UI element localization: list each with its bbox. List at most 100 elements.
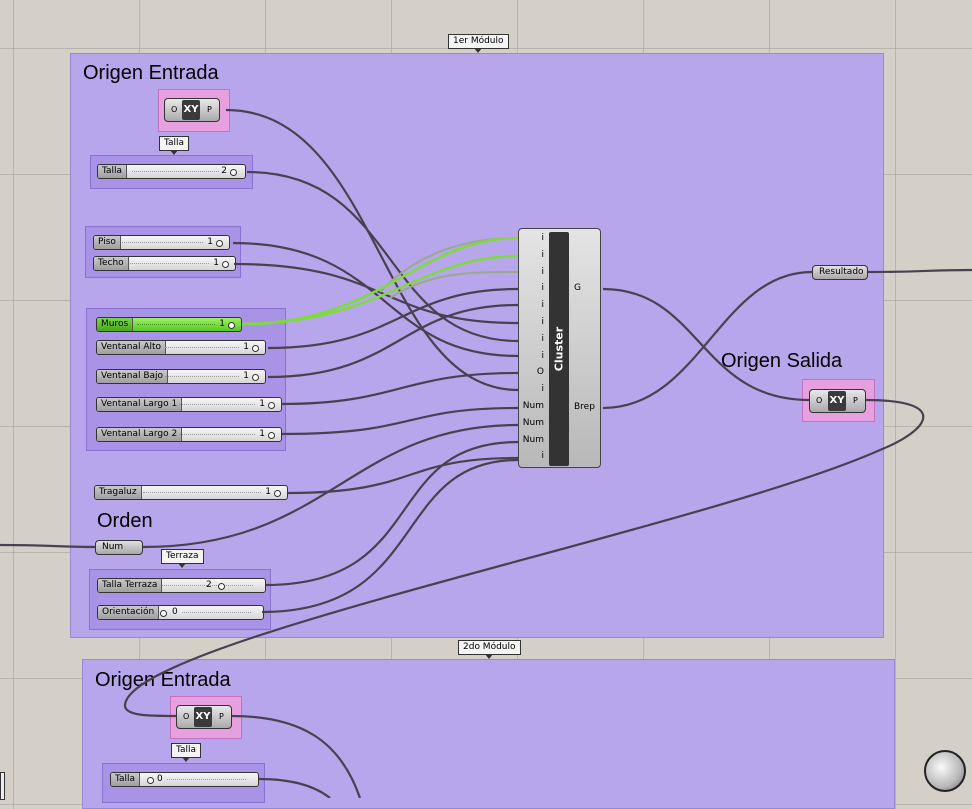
cluster-output-g[interactable]: G	[574, 283, 581, 293]
wire-techo-to-cluster	[233, 262, 519, 325]
slider-ventanal-bajo[interactable]: Ventanal Bajo 1	[96, 369, 266, 384]
slider-label: Orientación	[98, 606, 160, 619]
wire-g-to-origen-salida	[602, 287, 810, 402]
cluster-input-port[interactable]: Num	[522, 401, 544, 411]
slider-piso[interactable]: Piso 1	[93, 235, 230, 250]
slider-talla-terraza[interactable]: Talla Terraza 2	[97, 578, 266, 593]
wire-vl1-to-cluster	[280, 371, 519, 406]
wire-talla2-down	[258, 777, 331, 798]
slider-label: Talla	[111, 773, 141, 786]
xy-input-o[interactable]: O	[816, 396, 823, 405]
slider-talla-2[interactable]: Talla 0	[110, 772, 259, 787]
wire-origen-to-module2	[123, 398, 925, 718]
xy-plane-component-2[interactable]: O XY P	[176, 705, 232, 729]
tag-talla-2: Talla	[171, 743, 202, 762]
slider-grip[interactable]	[222, 261, 229, 268]
slider-orientacion[interactable]: Orientación 0	[97, 605, 264, 620]
slider-grip[interactable]	[216, 240, 223, 247]
group-title-orden: Orden	[97, 510, 153, 532]
slider-value: 1	[213, 258, 219, 268]
group-tag-module-2[interactable]: 2do Módulo	[458, 640, 521, 659]
cluster-input-port[interactable]: i	[541, 233, 544, 243]
slider-grip[interactable]	[268, 402, 275, 409]
slider-label: Piso	[94, 236, 121, 249]
cluster-input-port[interactable]: i	[541, 451, 544, 462]
xy-output-p[interactable]: P	[207, 105, 212, 114]
slider-value: 1	[219, 319, 225, 329]
slider-grip[interactable]	[252, 345, 259, 352]
xy-output-p[interactable]: P	[853, 396, 858, 405]
tag-talla: Talla	[159, 136, 190, 155]
slider-grip[interactable]	[230, 169, 237, 176]
group-title-origen-salida: Origen Salida	[721, 350, 843, 372]
slider-techo[interactable]: Techo 1	[93, 256, 236, 271]
slider-value: 2	[206, 580, 212, 590]
cluster-input-port[interactable]: i	[541, 317, 544, 327]
left-edge-component	[0, 772, 5, 800]
xy-input-o[interactable]: O	[183, 712, 190, 721]
slider-value: 0	[157, 774, 163, 784]
slider-value: 1	[265, 487, 271, 497]
cluster-input-port[interactable]: i	[541, 300, 544, 311]
group-title-origen-entrada-2: Origen Entrada	[95, 669, 231, 691]
wire-left-num	[0, 543, 96, 549]
cluster-input-port[interactable]: O	[536, 367, 544, 378]
cluster-output-brep[interactable]: Brep	[574, 402, 595, 412]
cluster-input-port[interactable]: i	[541, 384, 544, 395]
wire-brep-to-resultado	[602, 270, 813, 410]
wire-grey-1	[379, 237, 519, 293]
tag-terraza: Terraza	[161, 549, 204, 568]
slider-grip[interactable]	[274, 490, 281, 497]
wire-resultado-out	[867, 268, 972, 274]
slider-grip[interactable]	[160, 610, 167, 617]
slider-value: 1	[259, 399, 265, 409]
slider-tragaluz[interactable]: Tragaluz 1	[94, 485, 288, 500]
xy-plane-icon: XY	[182, 100, 200, 120]
slider-value: 2	[221, 166, 227, 176]
cluster-input-port[interactable]: i	[541, 266, 544, 277]
slider-grip[interactable]	[252, 374, 259, 381]
cluster-input-port[interactable]: i	[541, 283, 544, 294]
xy-plane-component-out[interactable]: O XY P	[809, 389, 866, 413]
slider-grip[interactable]	[147, 777, 154, 784]
slider-muros[interactable]: Muros 1	[96, 317, 242, 332]
cluster-input-port[interactable]: i	[541, 249, 544, 260]
slider-ventanal-largo-2[interactable]: Ventanal Largo 2 1	[96, 427, 282, 442]
slider-talla[interactable]: Talla 2	[97, 164, 246, 179]
xy-plane-component-1[interactable]: O XY P	[164, 98, 220, 122]
group-tag-module-1[interactable]: 1er Módulo	[448, 34, 509, 53]
param-resultado[interactable]: Resultado	[812, 265, 868, 280]
slider-grip[interactable]	[268, 432, 275, 439]
slider-grip[interactable]	[228, 322, 235, 329]
cluster-core: Cluster	[549, 232, 569, 466]
wire-num-to-cluster	[142, 423, 519, 549]
slider-value: 1	[259, 429, 265, 439]
wire-piso-to-cluster	[232, 241, 519, 358]
xy-output-p[interactable]: P	[219, 712, 224, 721]
wire-terraza-to-cluster	[265, 440, 519, 587]
xy-input-o[interactable]: O	[171, 105, 178, 114]
cluster-input-port[interactable]: i	[541, 333, 544, 344]
xy-plane-icon: XY	[828, 391, 846, 411]
wire-vl2-to-cluster	[281, 406, 519, 436]
cluster-input-port[interactable]: Num	[522, 434, 544, 445]
wire-talla-to-cluster	[246, 170, 519, 343]
wire-valto-to-cluster	[267, 287, 519, 350]
slider-label: Muros	[97, 318, 134, 331]
navigation-compass-icon[interactable]	[924, 750, 966, 792]
wire-vbajo-to-cluster	[267, 303, 519, 379]
slider-value: 0	[172, 607, 178, 617]
cluster-input-port[interactable]: Num	[522, 417, 544, 428]
wire-tragaluz-to-cluster	[287, 456, 519, 495]
slider-ventanal-largo-1[interactable]: Ventanal Largo 1 1	[96, 397, 282, 412]
wire-module2-down	[231, 714, 362, 798]
wire-orient-to-cluster	[261, 458, 519, 614]
slider-ventanal-alto[interactable]: Ventanal Alto 1	[96, 340, 266, 355]
cluster-input-port[interactable]: i	[541, 350, 544, 361]
slider-value: 1	[207, 237, 213, 247]
slider-grip[interactable]	[218, 583, 225, 590]
group-title-origen-entrada: Origen Entrada	[83, 62, 219, 84]
param-num[interactable]: Num	[95, 540, 143, 555]
